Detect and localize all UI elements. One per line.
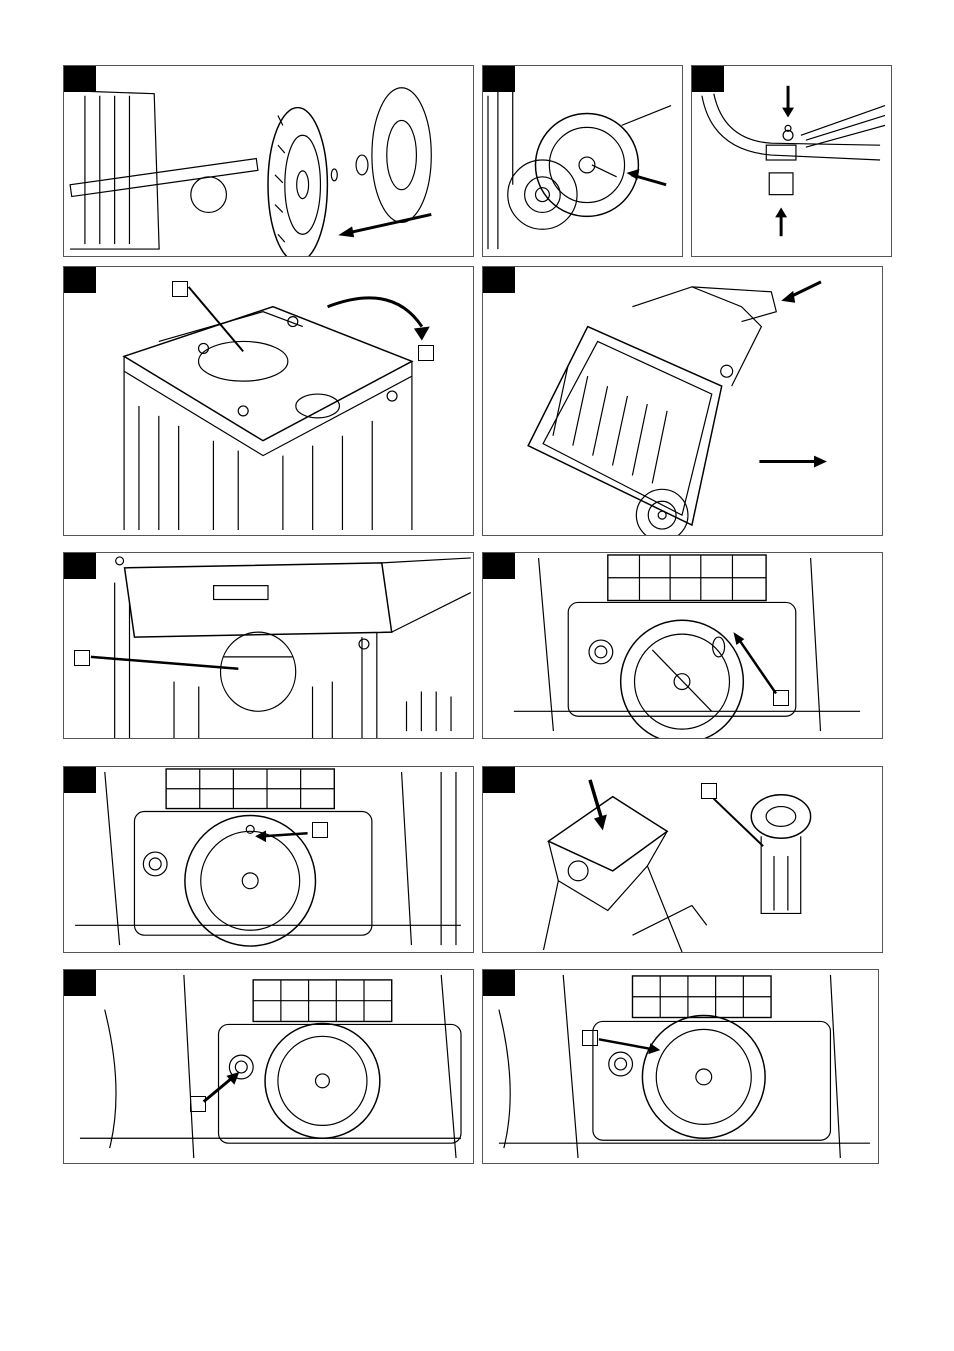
motor-housing-top-illustration — [64, 267, 473, 535]
figure-panel-3 — [691, 65, 892, 257]
figure-panel-11 — [482, 969, 879, 1164]
housing-side-latch-illustration — [64, 553, 473, 738]
tilted-shredder-illustration — [483, 267, 882, 535]
figure-panel-2 — [482, 65, 683, 257]
figure-panel-5 — [482, 266, 883, 536]
funnel-and-pusher-tool-illustration — [483, 767, 882, 952]
wheel-pin-illustration — [483, 66, 682, 256]
figure-panel-4 — [63, 266, 474, 536]
selector-knob-illustration — [483, 553, 882, 738]
wheel-assembly-illustration — [64, 66, 473, 256]
figure-panel-9 — [482, 766, 883, 953]
selector-knob-indicator-illustration — [64, 767, 473, 952]
figure-panel-6 — [63, 552, 474, 739]
handle-screw-illustration — [692, 66, 891, 256]
figure-panel-8 — [63, 766, 474, 953]
figure-panel-1 — [63, 65, 474, 257]
figure-panel-7 — [482, 552, 883, 739]
reset-button-illustration — [64, 970, 473, 1163]
figure-panel-10 — [63, 969, 474, 1164]
rotation-direction-illustration — [483, 970, 878, 1163]
